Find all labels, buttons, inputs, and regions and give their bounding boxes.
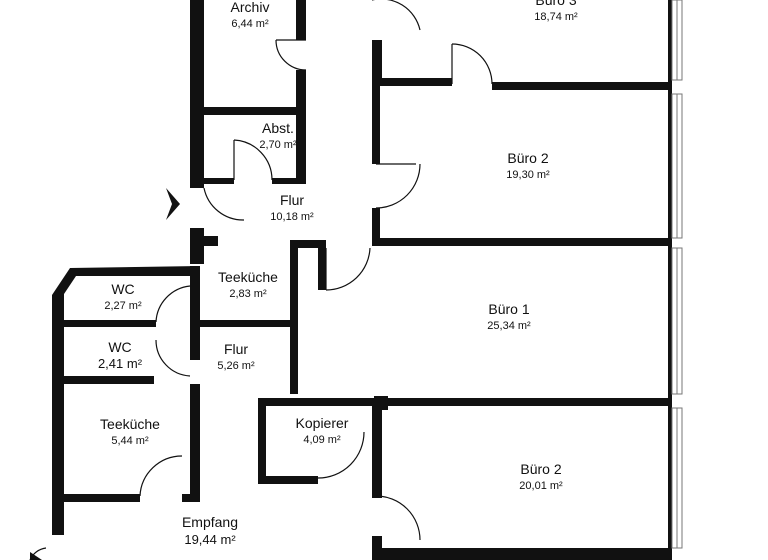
room-teekueche-bottom: Teeküche 5,44 m² <box>100 416 160 447</box>
room-name: Abst. <box>262 120 294 136</box>
room-flur-top: Flur 10,18 m² <box>270 192 314 223</box>
room-name: Teeküche <box>218 269 278 285</box>
room-buero2-bottom: Büro 2 20,01 m² <box>519 461 563 492</box>
room-name: Büro 2 <box>507 150 548 166</box>
room-name: Flur <box>224 341 248 357</box>
room-area: 19,44 m² <box>184 532 236 547</box>
room-name: Büro 2 <box>520 461 561 477</box>
room-name: WC <box>111 281 134 297</box>
room-name: Büro 1 <box>488 301 529 317</box>
room-area: 5,26 m² <box>217 360 255 372</box>
room-area: 2,83 m² <box>229 288 267 300</box>
room-name: WC <box>108 339 131 355</box>
room-buero2-top: Büro 2 19,30 m² <box>506 150 550 181</box>
room-area: 6,44 m² <box>231 18 269 30</box>
room-buero3: Büro 3 18,74 m² <box>534 0 578 23</box>
room-kopierer: Kopierer 4,09 m² <box>296 415 349 446</box>
room-wc-top: WC 2,27 m² <box>104 281 142 312</box>
entrance-arrow-icon <box>166 188 180 220</box>
room-name: Archiv <box>231 0 270 15</box>
room-name: Kopierer <box>296 415 349 431</box>
room-abst: Abst. 2,70 m² <box>259 120 297 151</box>
room-teekueche-top: Teeküche 2,83 m² <box>218 269 278 300</box>
room-area: 4,09 m² <box>303 434 341 446</box>
room-area: 5,44 m² <box>111 435 149 447</box>
room-buero1: Büro 1 25,34 m² <box>487 301 531 332</box>
room-empfang: Empfang 19,44 m² <box>182 514 238 547</box>
room-name: Empfang <box>182 514 238 530</box>
room-area: 25,34 m² <box>487 320 531 332</box>
room-area: 20,01 m² <box>519 480 563 492</box>
room-name: Teeküche <box>100 416 160 432</box>
room-name: Büro 3 <box>535 0 576 8</box>
walls <box>52 0 672 560</box>
room-name: Flur <box>280 192 304 208</box>
room-area: 10,18 m² <box>270 211 314 223</box>
doors <box>29 0 493 560</box>
room-area: 2,70 m² <box>259 139 297 151</box>
room-area: 18,74 m² <box>534 11 578 23</box>
entrance-arrow-icon-bottom <box>30 552 42 560</box>
room-wc-bottom: WC 2,41 m² <box>98 339 143 371</box>
room-area: 19,30 m² <box>506 169 550 181</box>
room-archiv: Archiv 6,44 m² <box>231 0 270 30</box>
room-flur-bottom: Flur 5,26 m² <box>217 341 255 372</box>
room-area: 2,27 m² <box>104 300 142 312</box>
windows-right <box>671 0 683 549</box>
room-area: 2,41 m² <box>98 356 143 371</box>
